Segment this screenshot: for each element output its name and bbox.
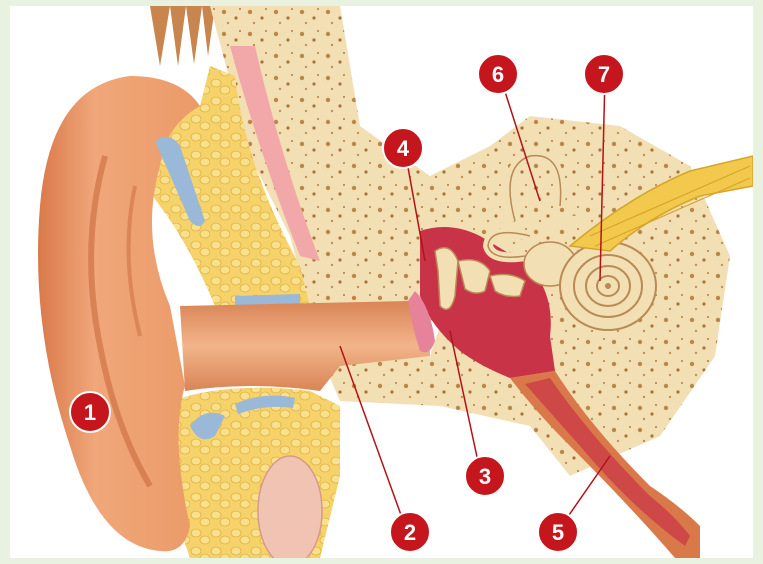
marker-3: 3 — [465, 456, 505, 496]
marker-2: 2 — [390, 512, 430, 552]
marker-4-label: 4 — [397, 136, 410, 161]
marker-4: 4 — [383, 128, 423, 168]
parotid-gland — [258, 456, 322, 558]
marker-7-label: 7 — [598, 62, 610, 87]
marker-1: 1 — [70, 392, 110, 432]
hair — [150, 6, 215, 66]
diagram-frame: 1 2 3 4 5 6 7 — [10, 6, 753, 558]
cochlea — [560, 242, 656, 330]
ear-anatomy-illustration: 1 2 3 4 5 6 7 — [10, 6, 753, 558]
marker-7: 7 — [584, 54, 624, 94]
marker-5: 5 — [538, 512, 578, 552]
marker-5-label: 5 — [552, 520, 564, 545]
marker-6-label: 6 — [492, 62, 504, 87]
lower-fat-tissue — [168, 388, 341, 558]
marker-3-label: 3 — [479, 464, 491, 489]
marker-2-label: 2 — [404, 520, 416, 545]
marker-6: 6 — [478, 54, 518, 94]
marker-1-label: 1 — [84, 400, 96, 425]
